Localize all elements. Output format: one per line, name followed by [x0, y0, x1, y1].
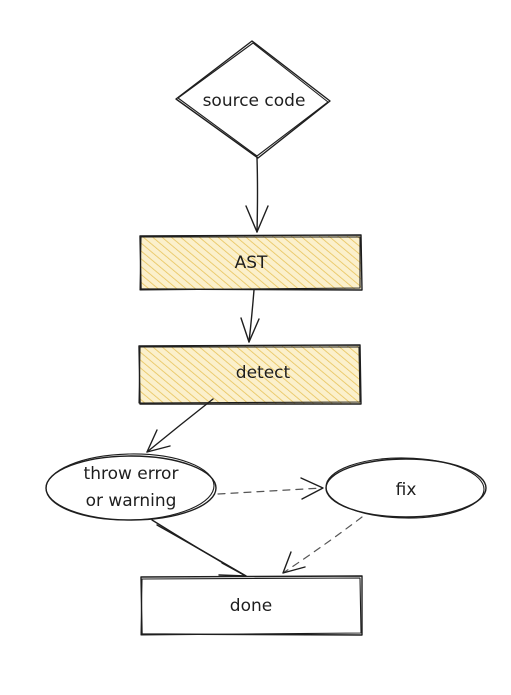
fix-node: fix [325, 457, 487, 519]
edge-detect-to-throw [146, 398, 214, 453]
done-node: done [140, 575, 363, 636]
edge-ast-to-detect [240, 289, 260, 343]
throw-error-label-line2: or warning [86, 491, 177, 511]
edge-source-to-ast [245, 157, 269, 233]
ast-label: AST [235, 253, 268, 273]
ast-node: AST [139, 234, 363, 291]
done-label: done [230, 596, 272, 616]
throw-error-node: throw error or warning [45, 453, 217, 521]
edge-throw-to-done [151, 519, 247, 577]
source-code-node: source code [175, 40, 331, 159]
edge-throw-to-fix [217, 477, 324, 500]
detect-node: detect [138, 344, 362, 405]
detect-label: detect [236, 363, 291, 383]
source-code-label: source code [203, 91, 306, 111]
fix-label: fix [396, 480, 417, 500]
throw-error-label-line1: throw error [84, 464, 179, 484]
edge-fix-to-done [282, 516, 363, 574]
